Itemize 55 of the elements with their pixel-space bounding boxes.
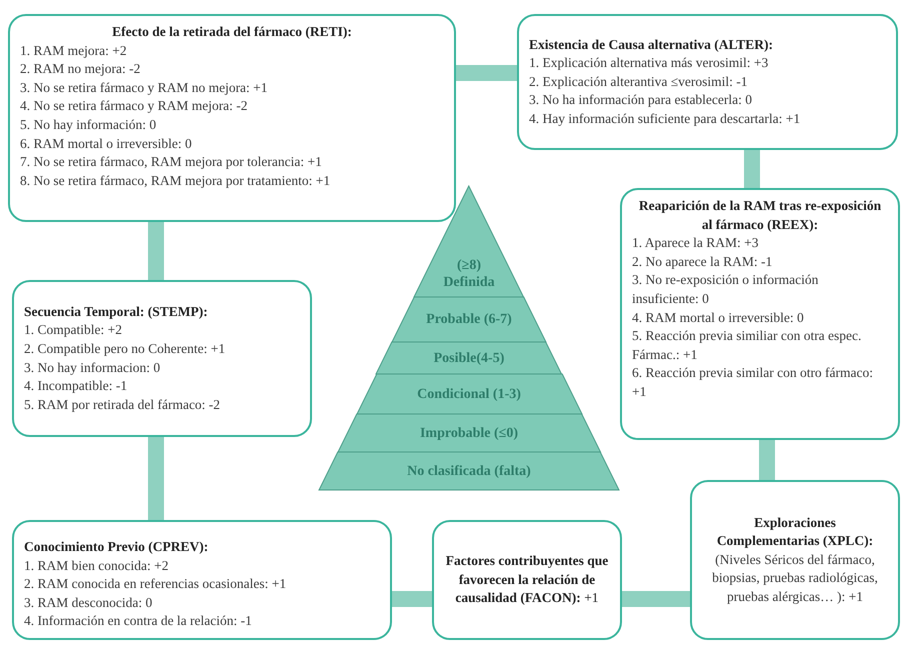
criteria-item: 3. No re-exposición o información insuficiente: 0 — [632, 271, 820, 308]
level-label: (≥8) Definida — [442, 257, 496, 291]
criteria-box — [12, 280, 312, 437]
criteria-item: 7. No se retira fármaco, RAM mejora por tolerancia: +1 — [20, 153, 323, 172]
box-text: Factores contribuyentes que favorecen la relación de causalidad (FACON): +1 — [444, 552, 610, 608]
criteria-item: 3. No ha información para establecerla: 0 — [529, 91, 754, 110]
criteria-item: 4. RAM mortal o irreversible: 0 — [632, 308, 805, 327]
connector-bar — [744, 150, 760, 188]
criteria-item: 4. Incompatible: -1 — [24, 377, 128, 396]
criteria-item: 3. No se retira fármaco y RAM no mejora: +1 — [20, 78, 269, 97]
connector-bar — [759, 440, 775, 480]
criteria-item: 6. Reacción previa similar con otro fármaco: +1 — [632, 364, 874, 401]
criteria-item: 5. RAM por retirada del fármaco: -2 — [24, 396, 222, 414]
criteria-item: 5. No hay información: 0 — [20, 116, 158, 134]
criteria-item: 2. Explicación alterantiva ≤verosimil: -1 — [529, 72, 748, 91]
box-heading: Secuencia Temporal: (STEMP): — [24, 302, 209, 321]
criteria-item: 4. No se retira fármaco y RAM mejora: -2 — [20, 97, 249, 116]
criteria-item: 4. Hay información suficiente para descartarla: +1 — [529, 110, 802, 128]
criteria-box — [620, 188, 900, 440]
connector-bar — [148, 222, 164, 280]
connector-bar — [148, 437, 164, 520]
connector-bar — [456, 65, 517, 81]
level-label: Posible(4-5) — [434, 350, 504, 366]
box-heading: Reaparición de la RAM tras re-exposición al fármaco (REEX): — [638, 197, 882, 234]
level-label: Probable (6-7) — [426, 311, 512, 328]
criteria-box — [8, 14, 456, 222]
criteria-box — [432, 520, 622, 640]
connector-bar — [622, 591, 690, 607]
criteria-item: 4. Información en contra de la relación: -1 — [24, 612, 253, 630]
criteria-item: 1. Explicación alternativa más verosimil: +3 — [529, 54, 770, 72]
connector-bar — [392, 591, 432, 607]
criteria-item: 1. RAM mejora: +2 — [20, 42, 128, 60]
criteria-item: 8. No se retira fármaco, RAM mejora por tratamiento: +1 — [20, 172, 332, 190]
criteria-box — [12, 520, 392, 640]
box-heading: Conocimiento Previo (CPREV): — [24, 538, 210, 556]
level-label: Condicional (1-3) — [417, 386, 521, 402]
level-label: No clasificada (falta) — [407, 462, 531, 480]
criteria-item: 6. RAM mortal o irreversible: 0 — [20, 134, 193, 153]
level-label: Improbable (≤0) — [420, 424, 518, 442]
criteria-item: 1. Aparece la RAM: +3 — [632, 234, 760, 252]
criteria-item: 2. RAM no mejora: -2 — [20, 60, 142, 78]
criteria-item: 2. No aparece la RAM: -1 — [632, 252, 774, 271]
criteria-box — [517, 14, 898, 150]
criteria-item: 2. Compatible pero no Coherente: +1 — [24, 340, 226, 358]
box-heading: Exploraciones Complementarias (XPLC): — [716, 514, 874, 550]
criteria-item: 2. RAM conocida en referencias ocasionales: +1 — [24, 575, 288, 594]
box-heading: Efecto de la retirada del fármaco (RETI): — [111, 23, 353, 41]
box-heading: Existencia de Causa alternativa (ALTER): — [529, 36, 774, 54]
criteria-box — [690, 480, 900, 640]
criteria-item: 3. RAM desconocida: 0 — [24, 594, 154, 612]
criteria-item: 1. RAM bien conocida: +2 — [24, 556, 170, 575]
criteria-item: 3. No hay informacion: 0 — [24, 358, 162, 377]
criteria-item: 5. Reacción previa similiar con otra espec. Fármac.: +1 — [632, 327, 862, 364]
criteria-item: 1. Compatible: +2 — [24, 321, 123, 340]
criteria-item: (Niveles Séricos del fármaco, biopsias, pruebas radiológicas, pruebas alérgicas… ): +1 — [711, 550, 879, 606]
